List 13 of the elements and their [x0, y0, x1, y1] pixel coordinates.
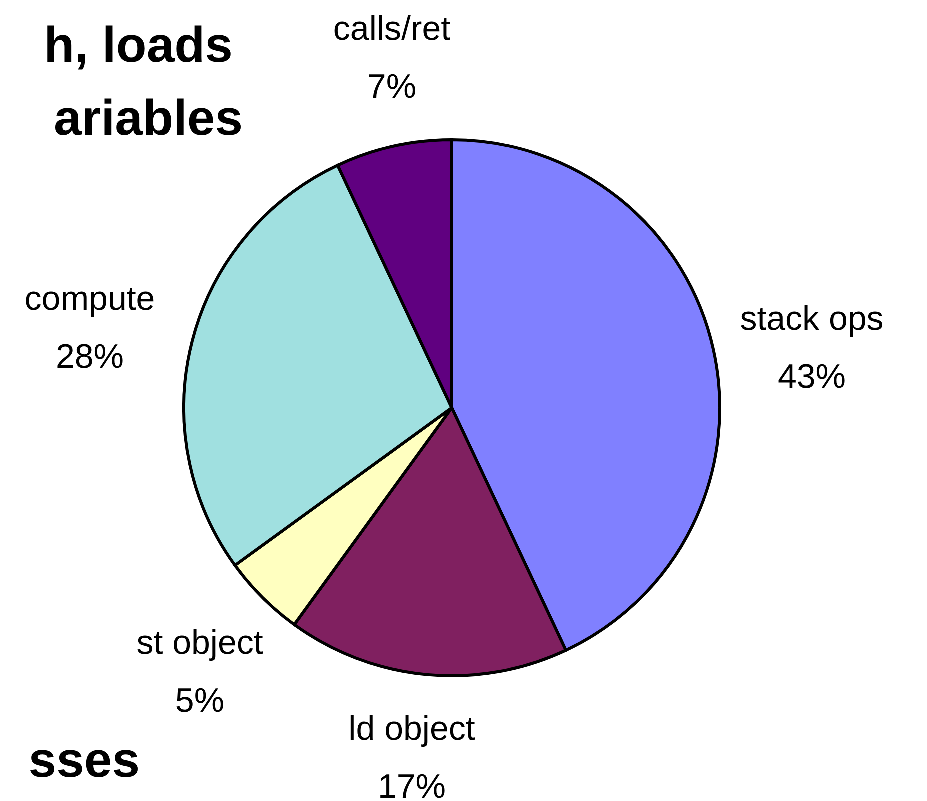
category-label: calls/ret	[333, 10, 451, 48]
category-label: compute	[24, 280, 156, 318]
heading-text: h, loads	[44, 20, 233, 70]
category-label: stack ops	[740, 300, 884, 338]
value-label: 28%	[56, 338, 124, 376]
heading-text: sses	[28, 735, 140, 785]
heading-text: ariables	[54, 93, 243, 143]
value-label: 43%	[778, 358, 846, 396]
value-label: 5%	[175, 682, 225, 720]
category-label: ld object	[348, 710, 476, 748]
value-label: 17%	[378, 768, 446, 801]
category-label: st object	[136, 624, 264, 662]
value-label: 7%	[367, 68, 417, 106]
